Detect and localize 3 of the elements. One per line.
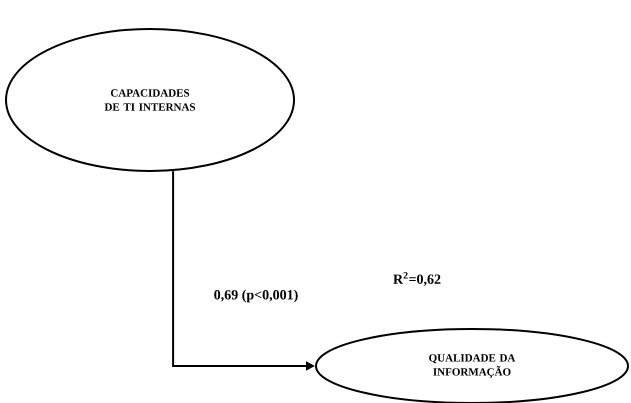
ellipse-node: CAPACIDADES DE TI INTERNAS: [5, 28, 295, 172]
edge-label: 0,69 (p<0,001): [212, 288, 300, 304]
node-caption: R$^{2}$=0,62: [393, 272, 440, 286]
